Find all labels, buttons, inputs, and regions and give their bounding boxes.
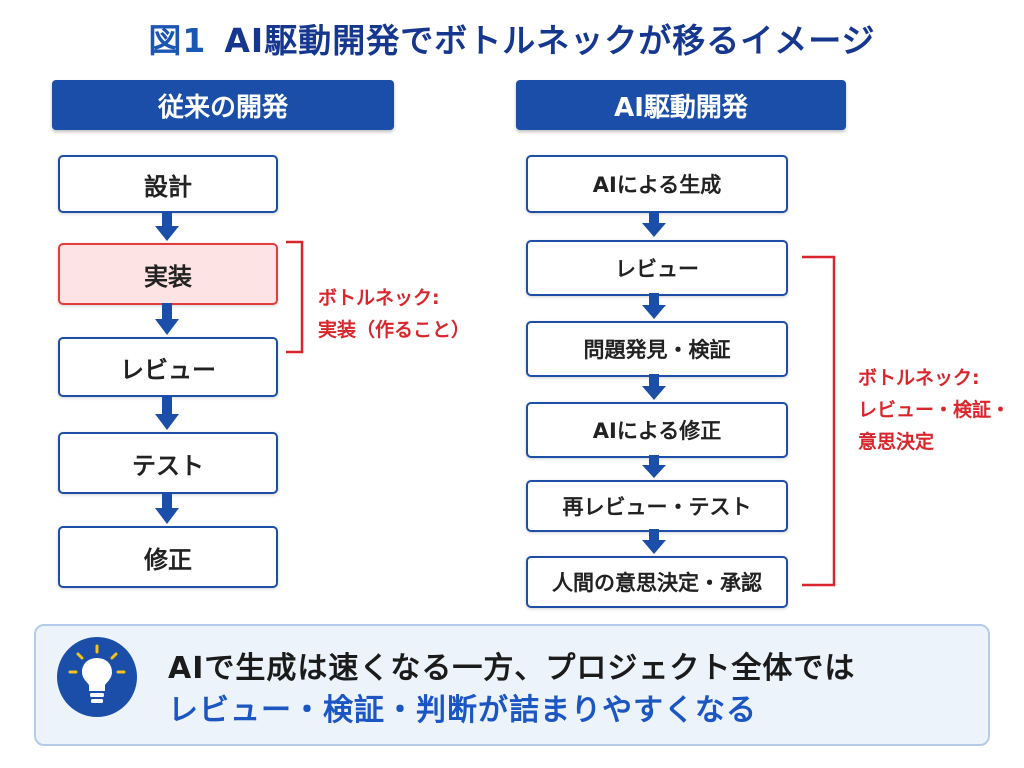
right-step-ai-fix: AIによる修正 — [526, 402, 788, 458]
down-arrow-icon — [155, 396, 179, 430]
figure-label: 図1 — [148, 21, 207, 60]
summary-banner — [34, 624, 990, 746]
figure-title-text: AI駆動開発でボトルネックが移るイメージ — [224, 21, 876, 60]
left-bottleneck-note-line2: 実装（作ること） — [318, 319, 471, 341]
right-step-issue-verification: 問題発見・検証 — [526, 321, 788, 377]
right-bottleneck-note-line2: レビュー・検証・ — [858, 399, 1011, 421]
right-bottleneck-note-line3: 意思決定 — [858, 431, 935, 453]
left-step-fix: 修正 — [58, 526, 278, 588]
down-arrow-icon — [642, 529, 666, 554]
left-step-test: テスト — [58, 432, 278, 494]
banner-text-line2: レビュー・検証・判断が詰まりやすくなる — [168, 693, 757, 728]
banner-text-line1: AIで生成は速くなる一方、プロジェクト全体では — [168, 651, 856, 686]
figure-title: 図1 AI駆動開発でボトルネックが移るイメージ — [0, 14, 1024, 62]
down-arrow-icon — [155, 492, 179, 524]
down-arrow-icon — [155, 303, 179, 335]
left-step-implementation: 実装 — [58, 243, 278, 305]
right-step-re-review-test: 再レビュー・テスト — [526, 480, 788, 532]
down-arrow-icon — [642, 455, 666, 478]
traditional-dev-header: 従来の開発 — [52, 80, 394, 130]
right-step-human-decision: 人間の意思決定・承認 — [526, 556, 788, 608]
right-step-review: レビュー — [526, 240, 788, 296]
left-step-review: レビュー — [58, 337, 278, 397]
right-bottleneck-note: ボトルネック: レビュー・検証・ 意思決定 — [858, 362, 1010, 458]
right-step-ai-generation: AIによる生成 — [526, 155, 788, 213]
down-arrow-icon — [155, 211, 179, 241]
lightbulb-icon — [57, 637, 137, 717]
ai-driven-dev-header: AI駆動開発 — [516, 80, 846, 130]
down-arrow-icon — [642, 211, 666, 237]
left-bottleneck-note: ボトルネック: 実装（作ること） — [318, 282, 470, 346]
left-bottleneck-note-line1: ボトルネック: — [318, 287, 440, 309]
right-bottleneck-note-line1: ボトルネック: — [858, 367, 980, 389]
down-arrow-icon — [642, 374, 666, 400]
left-bottleneck-bracket — [286, 240, 304, 354]
down-arrow-icon — [642, 293, 666, 319]
left-step-design: 設計 — [58, 155, 278, 213]
right-bottleneck-bracket — [802, 255, 836, 587]
